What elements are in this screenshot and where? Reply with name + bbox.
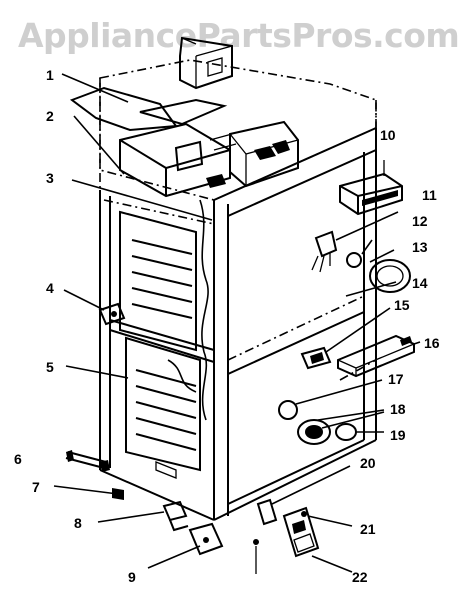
part-9-hinge-base: [147, 522, 224, 569]
part-4-cam: [63, 289, 126, 326]
control-housing: [69, 86, 299, 198]
callout-labels: 1 2 3 4 5 6 7 8 9 10 11 12 13 14 15 16 1…: [14, 67, 440, 585]
part-17-light-bulb: [278, 379, 383, 420]
part-7-pin: [53, 485, 124, 500]
callout-8: 8: [74, 515, 82, 531]
callout-14: 14: [412, 275, 428, 291]
part-14-bracket: [345, 281, 397, 297]
callout-13: 13: [412, 239, 428, 255]
callout-6: 6: [14, 451, 22, 467]
callout-2: 2: [46, 108, 54, 124]
callout-1: 1: [46, 67, 54, 83]
callout-7: 7: [32, 479, 40, 495]
callout-16: 16: [424, 335, 440, 351]
callout-4: 4: [46, 280, 54, 296]
part-13-lamp-shield: [369, 249, 411, 293]
callout-22: 22: [352, 569, 368, 585]
callout-21: 21: [360, 521, 376, 537]
part-20-lever: [256, 465, 351, 526]
callout-19: 19: [390, 427, 406, 443]
callout-18: 18: [390, 401, 406, 417]
callout-9: 9: [128, 569, 136, 585]
part-21-screw: [301, 511, 353, 527]
part-8-hinge: [97, 500, 189, 532]
part-10-control-module: [339, 160, 403, 216]
part-18-lamp-housing: [297, 409, 385, 445]
callout-17: 17: [388, 371, 404, 387]
callout-10: 10: [380, 127, 396, 143]
callout-15: 15: [394, 297, 410, 313]
part-19-lamp-socket: [335, 423, 384, 441]
callout-20: 20: [360, 455, 376, 471]
part-15-switch: [300, 307, 391, 370]
part-16-switch-cover: [337, 334, 421, 378]
part-22-hinge-lower: [253, 506, 353, 574]
callout-3: 3: [46, 170, 54, 186]
callout-11: 11: [422, 187, 437, 203]
control-knobs: [206, 140, 290, 188]
cabinet-top: [99, 36, 377, 201]
part-6-rod: [65, 450, 110, 472]
leader-lines: [61, 73, 213, 379]
callout-12: 12: [412, 213, 428, 229]
part-12-light-bulb: [346, 239, 373, 268]
callout-5: 5: [46, 359, 54, 375]
cabinet-body: [99, 127, 377, 521]
part-11-lamp-socket: [311, 211, 399, 273]
watermark-text: AppliancePartsPros.com: [18, 16, 460, 55]
